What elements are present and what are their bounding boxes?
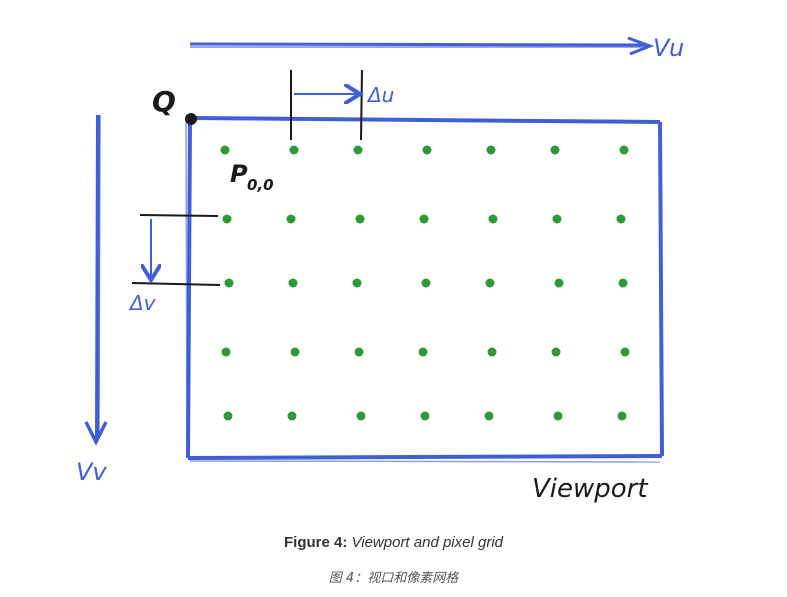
vv-label: Vv [76, 458, 107, 486]
pixel-center-dot [355, 214, 365, 224]
pixel-center-dot [224, 278, 234, 288]
p00-label: P [230, 160, 248, 188]
delta-u-label: Δu [366, 83, 394, 107]
q-point [185, 113, 197, 125]
pixel-center-dot [488, 214, 498, 224]
q-label: Q [152, 85, 176, 118]
pixel-center-dot [421, 278, 431, 288]
viewport-rect [185, 116, 664, 463]
pixel-center-dot [286, 214, 296, 224]
pixel-center-dot [616, 214, 626, 224]
vv-arrow [84, 114, 108, 446]
pixel-center-dot [484, 411, 494, 421]
pixel-center-dot [620, 347, 630, 357]
pixel-center-dot [220, 145, 230, 155]
pixel-grid [220, 145, 630, 421]
figure-caption-translation: 图 4：视口和像素网格 [328, 571, 459, 586]
pixel-center-dot [486, 145, 496, 155]
figure-title: Viewport and pixel grid [351, 534, 503, 551]
pixel-center-dot [618, 278, 628, 288]
figure-number: Figure 4: [284, 534, 348, 551]
pixel-center-dot [356, 411, 366, 421]
pixel-center-dot [550, 145, 560, 155]
pixel-center-dot [487, 347, 497, 357]
pixel-center-dot [422, 145, 432, 155]
delta-v-label: Δv [128, 291, 157, 315]
pixel-center-dot [289, 145, 299, 155]
pixel-center-dot [353, 145, 363, 155]
vu-arrow [189, 36, 655, 56]
pixel-center-dot [288, 278, 298, 288]
delta-u-indicator [290, 69, 362, 141]
delta-v-indicator [131, 214, 221, 286]
pixel-center-dot [551, 347, 561, 357]
pixel-center-dot [419, 214, 429, 224]
pixel-center-dot [617, 411, 627, 421]
pixel-center-dot [619, 145, 629, 155]
pixel-center-dot [354, 347, 364, 357]
viewport-label: Viewport [532, 474, 648, 504]
p00-subscript: 0,0 [247, 176, 274, 194]
pixel-center-dot [420, 411, 430, 421]
vu-label: Vu [653, 34, 684, 62]
pixel-center-dot [553, 411, 563, 421]
viewport-diagram: Vu Vv Q P 0,0 Δu Δv Viewport [76, 34, 684, 504]
pixel-center-dot [485, 278, 495, 288]
pixel-center-dot [223, 411, 233, 421]
pixel-center-dot [352, 278, 362, 288]
pixel-center-dot [554, 278, 564, 288]
pixel-center-dot [221, 347, 231, 357]
pixel-center-dot [287, 411, 297, 421]
pixel-center-dot [418, 347, 428, 357]
pixel-center-dot [290, 347, 300, 357]
figure-caption: Figure 4: Viewport and pixel grid [0, 534, 787, 551]
pixel-center-dot [222, 214, 232, 224]
pixel-center-dot [552, 214, 562, 224]
